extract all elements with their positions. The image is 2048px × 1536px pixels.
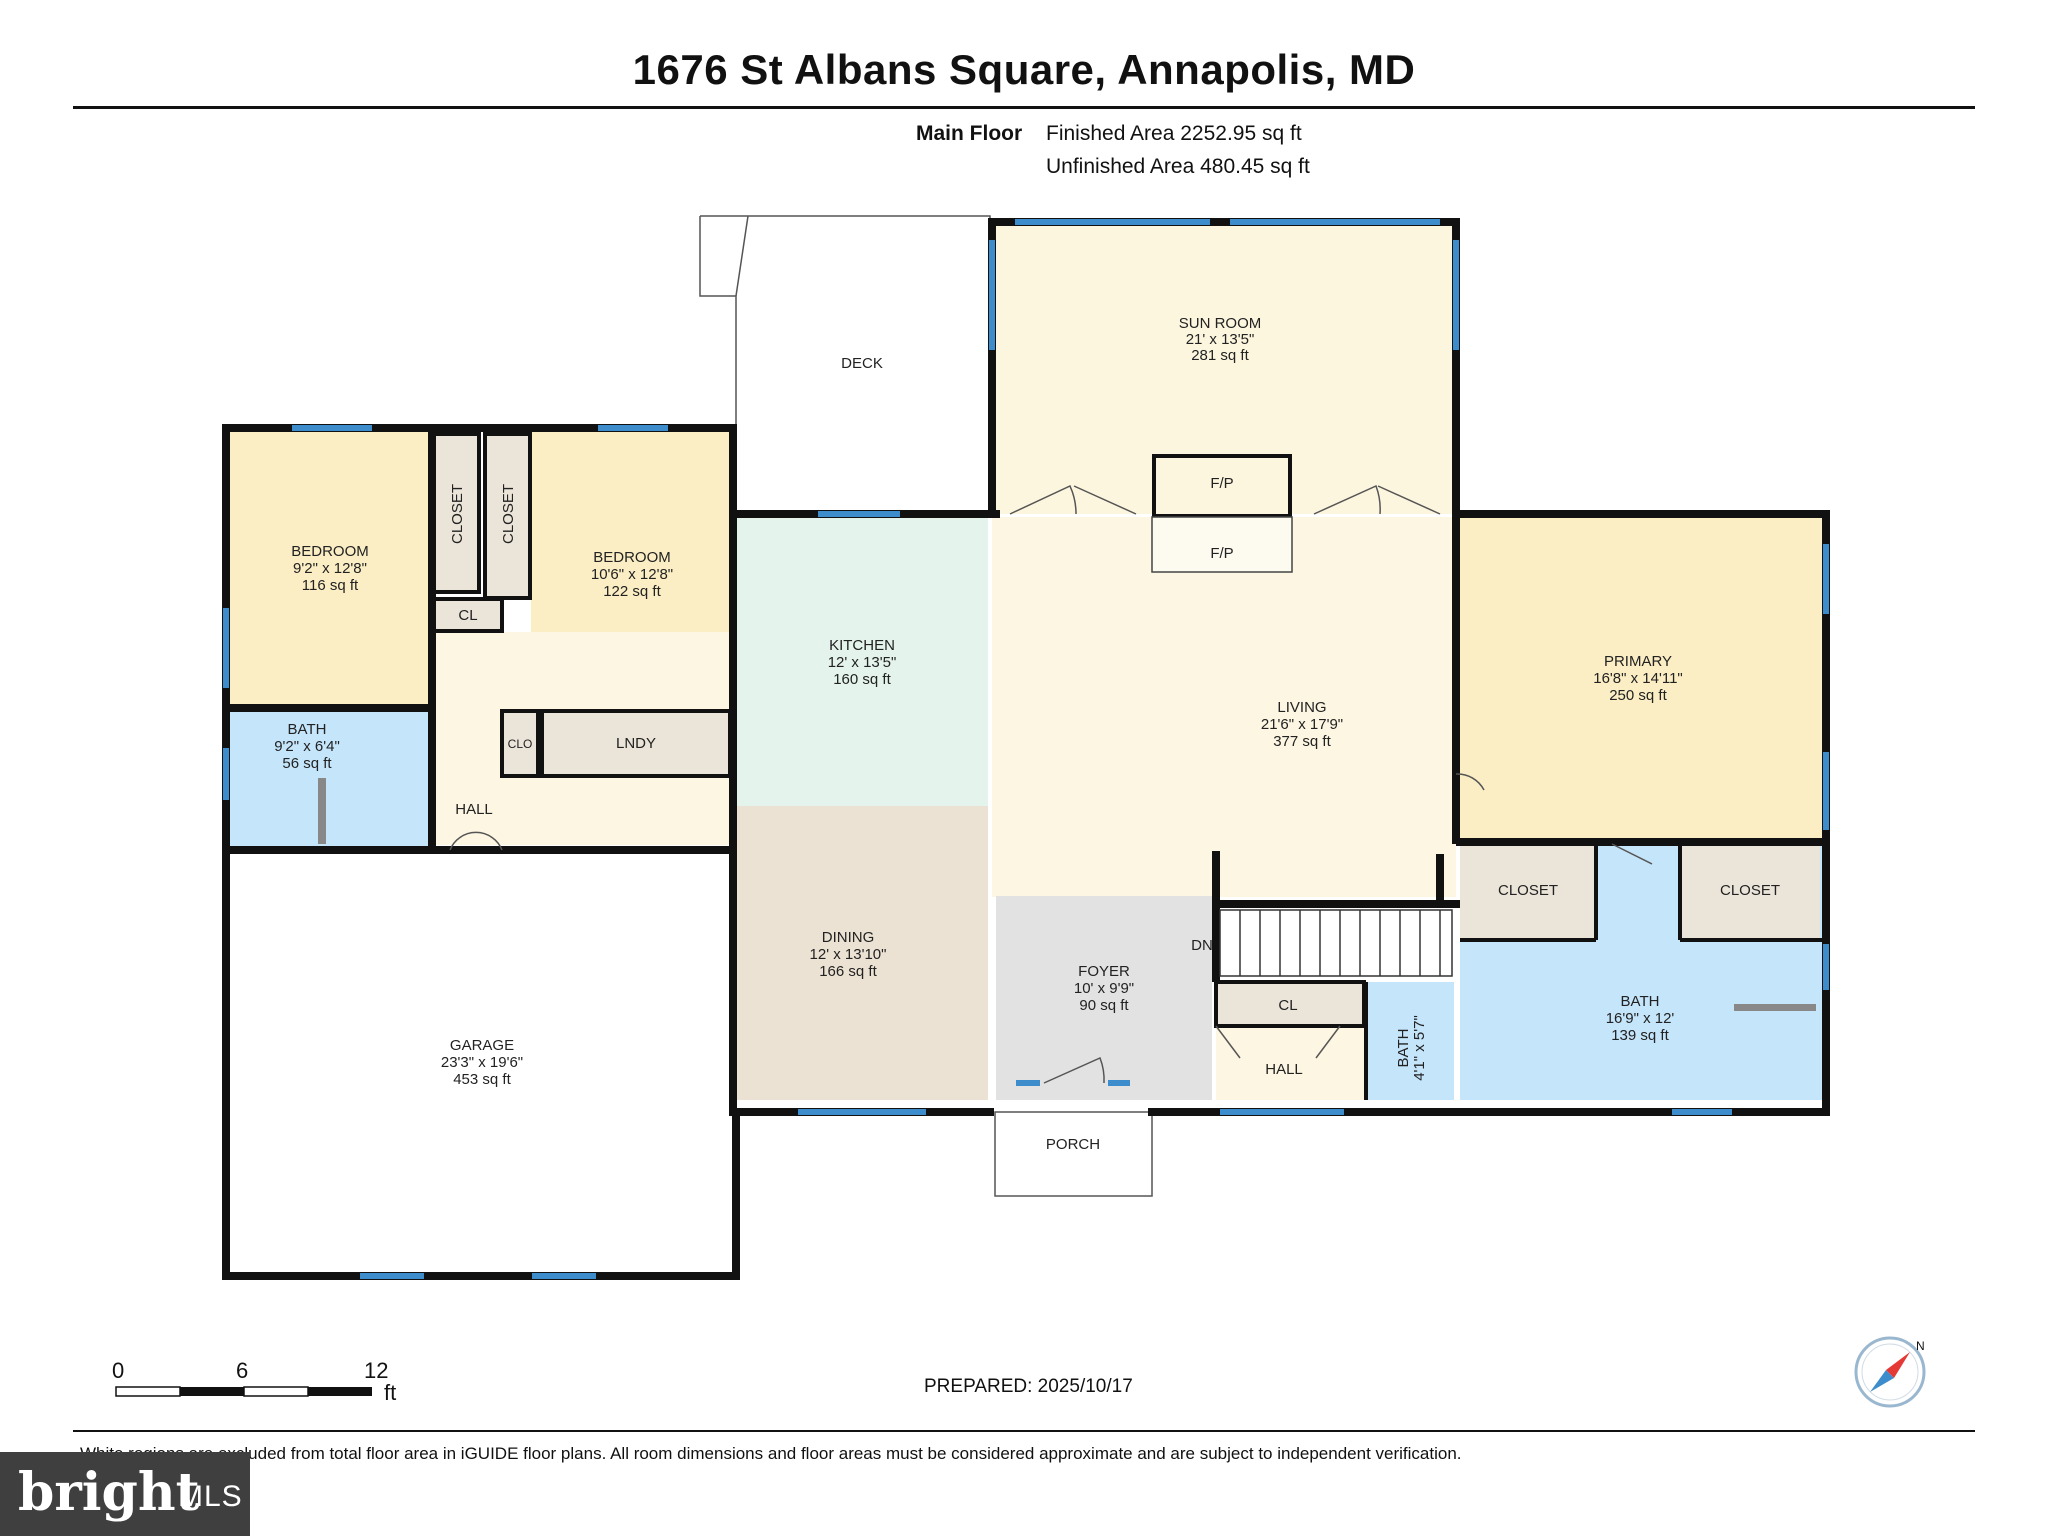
scale-label-6: 6 <box>236 1358 249 1383</box>
lndy-name: LNDY <box>616 735 656 752</box>
dining-area: 166 sq ft <box>819 963 877 980</box>
kitchen-name: KITCHEN <box>829 637 895 654</box>
closet-p2-fill <box>1680 844 1820 938</box>
lndy-fill <box>542 711 730 776</box>
windows <box>223 219 1829 1279</box>
scale-unit: ft <box>384 1380 397 1405</box>
primary-fill <box>1460 517 1822 839</box>
sunroom-fill <box>992 222 1456 514</box>
bedroom1-fill <box>229 431 430 710</box>
dining-dims: 12' x 13'10" <box>810 946 887 963</box>
bath1-dims: 9'2" x 6'4" <box>274 738 340 755</box>
finished-area: Finished Area 2252.95 sq ft <box>1046 122 1302 145</box>
dining-name: DINING <box>822 929 875 946</box>
compass-icon: N <box>1852 1334 1932 1419</box>
closet2-name: CLOSET <box>500 484 517 544</box>
primary-name: PRIMARY <box>1604 653 1672 670</box>
foyer-fill <box>996 896 1212 1100</box>
door-swings <box>449 484 1653 1084</box>
living-dims: 21'6" x 17'9" <box>1261 716 1343 733</box>
bath3-area: 139 sq ft <box>1611 1027 1669 1044</box>
stairs-dn-label: DN <box>1191 937 1213 954</box>
footer-rule <box>73 1430 1975 1432</box>
garage-dims: 23'3" x 19'6" <box>441 1054 523 1071</box>
bath2-fill <box>1366 982 1454 1100</box>
deck-name: DECK <box>841 355 883 372</box>
bath1-fill <box>229 710 430 846</box>
bath1-area: 56 sq ft <box>282 755 332 772</box>
closet1-name: CLOSET <box>449 484 466 544</box>
plan-title: 1676 St Albans Square, Annapolis, MD <box>632 46 1416 93</box>
hall2-name: HALL <box>1265 1061 1303 1078</box>
brand-suffix: MLS <box>178 1480 243 1513</box>
kitchen-dims: 12' x 13'5" <box>828 654 897 671</box>
foyer-area: 90 sq ft <box>1079 997 1129 1014</box>
fp-top-name: F/P <box>1210 475 1233 492</box>
sunroom-name: SUN ROOM <box>1179 315 1262 332</box>
brand-word: bright <box>18 1462 200 1523</box>
garage-area: 453 sq ft <box>453 1071 511 1088</box>
porch-name: PORCH <box>1046 1136 1100 1153</box>
bath3-name: BATH <box>1621 993 1660 1010</box>
closet1-fill <box>434 434 479 592</box>
cl-hall-fill <box>1216 984 1364 1026</box>
bath3-bar <box>1734 1004 1816 1011</box>
bright-mls-logo: bright MLS <box>0 1452 250 1536</box>
scale-bar <box>115 1386 372 1397</box>
sunroom-dims: 21' x 13'5" <box>1186 331 1255 348</box>
closet-p1-name: CLOSET <box>1498 882 1558 899</box>
foyer-name: FOYER <box>1078 963 1130 980</box>
interior-walls <box>432 432 1822 1100</box>
living-name: LIVING <box>1277 699 1326 716</box>
closet-p1-fill <box>1460 844 1596 938</box>
fp-lower-box <box>1151 516 1293 573</box>
floor-name: Main Floor <box>916 122 1023 145</box>
clo-fill <box>502 711 538 776</box>
closet-p2-name: CLOSET <box>1720 882 1780 899</box>
tub-bar <box>318 778 326 844</box>
bedroom2-area: 122 sq ft <box>603 583 661 600</box>
bedroom2-name: BEDROOM <box>593 549 671 566</box>
compass-north-label: N <box>1916 1339 1925 1353</box>
bath2-dims: 4'1" x 5'7" <box>1411 1015 1428 1081</box>
unfinished-area: Unfinished Area 480.45 sq ft <box>1046 155 1310 178</box>
fp-bottom-name: F/P <box>1210 545 1233 562</box>
stairs <box>1219 909 1453 977</box>
hall1-name: HALL <box>455 801 493 818</box>
scale-label-0: 0 <box>112 1358 125 1383</box>
bath3-dims: 16'9" x 12' <box>1606 1010 1675 1027</box>
living-area: 377 sq ft <box>1273 733 1331 750</box>
garage-name: GARAGE <box>450 1037 514 1054</box>
deck-stair <box>735 215 749 297</box>
bedroom2-dims: 10'6" x 12'8" <box>591 566 673 583</box>
scale-label-12: 12 <box>364 1358 389 1383</box>
cl-hall-name: CL <box>1278 997 1297 1014</box>
bath2-name: BATH <box>1395 1029 1412 1068</box>
bedroom1-area: 116 sq ft <box>302 577 359 594</box>
porch-outline <box>994 1111 1153 1197</box>
deck-outline-left <box>699 216 737 428</box>
living-fill <box>992 517 1456 897</box>
prepared-date: PREPARED: 2025/10/17 <box>924 1376 1133 1397</box>
sunroom-area: 281 sq ft <box>1191 347 1249 364</box>
clo-name: CLO <box>508 737 533 751</box>
primary-area: 250 sq ft <box>1609 687 1667 704</box>
kitchen-area: 160 sq ft <box>833 671 891 688</box>
kitchen-fill <box>736 517 988 806</box>
primary-dims: 16'8" x 14'11" <box>1593 670 1683 687</box>
cl-small-name: CL <box>458 607 477 624</box>
disclaimer: White regions are excluded from total fl… <box>80 1444 1462 1463</box>
bedroom1-dims: 9'2" x 12'8" <box>293 560 367 577</box>
title-rule <box>73 106 1975 109</box>
foyer-dims: 10' x 9'9" <box>1074 980 1134 997</box>
cl-small-fill <box>434 599 502 631</box>
bedroom1-name: BEDROOM <box>291 543 369 560</box>
dining-fill <box>736 806 988 1100</box>
bath1-name: BATH <box>288 721 327 738</box>
closet2-fill <box>485 434 530 598</box>
